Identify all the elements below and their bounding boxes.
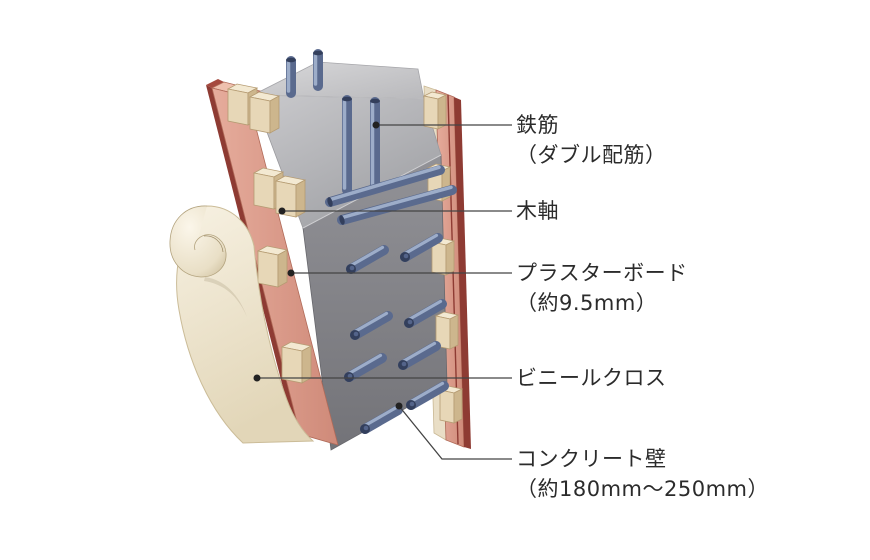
label-wood-frame-line1: 木軸 [516, 199, 559, 223]
leader-line-concrete-wall [398, 405, 512, 460]
board-edge-top [206, 79, 224, 88]
label-rebar-line2: （ダブル配筋） [516, 143, 667, 167]
rebar-stub [344, 353, 387, 382]
vinyl-cloth-sheet [169, 205, 315, 444]
horizontal-rebar [325, 165, 445, 207]
rebar-set [286, 49, 457, 434]
label-concrete-wall: コンクリート壁 （約180mm～250mm） [516, 444, 769, 504]
rebar-stub [350, 311, 393, 340]
vertical-rebar [370, 97, 380, 191]
wood-block [248, 91, 281, 134]
concrete-top-edge [252, 94, 425, 100]
vinyl-curl-shadow [204, 277, 247, 317]
label-concrete-wall-line1: コンクリート壁 [516, 447, 667, 471]
rebar-stub [360, 405, 403, 434]
leader-dot-vinyl-cloth [253, 374, 261, 382]
rebar-stub [400, 233, 443, 262]
rebar-stub [346, 245, 389, 274]
vertical-rebar [286, 56, 296, 98]
leader-dot-concrete-wall [395, 402, 403, 410]
leader-dot-plasterboard [287, 269, 295, 277]
vertical-rebar [342, 95, 352, 195]
leader-dot-rebar [372, 121, 380, 129]
label-wood-frame: 木軸 [516, 196, 559, 226]
rebar-stub [406, 381, 449, 410]
leader-dot-wood-frame [278, 207, 286, 215]
label-vinyl-cloth-line1: ビニールクロス [516, 366, 667, 390]
label-concrete-wall-line2: （約180mm～250mm） [516, 477, 769, 501]
label-rebar: 鉄筋 （ダブル配筋） [516, 110, 667, 170]
vinyl-curl-line [203, 235, 224, 253]
wood-block [256, 245, 289, 288]
leader-lines [257, 124, 512, 460]
wood-block [422, 91, 448, 130]
concrete-top-face [252, 61, 425, 100]
label-plasterboard-line2: （約9.5mm） [516, 291, 658, 315]
vinyl-curl [169, 205, 227, 278]
wood-block [280, 341, 313, 384]
rebar-stub [398, 341, 441, 370]
wood-block [434, 311, 460, 350]
label-plasterboard-line1: プラスターボード [516, 261, 688, 285]
label-plasterboard: プラスターボード （約9.5mm） [516, 258, 688, 318]
label-rebar-line1: 鉄筋 [516, 113, 559, 137]
vertical-rebar [313, 49, 323, 91]
horizontal-rebar [337, 185, 457, 225]
label-vinyl-cloth: ビニールクロス [516, 363, 667, 393]
rebar-stub [404, 299, 447, 328]
leader-dots [253, 121, 403, 410]
